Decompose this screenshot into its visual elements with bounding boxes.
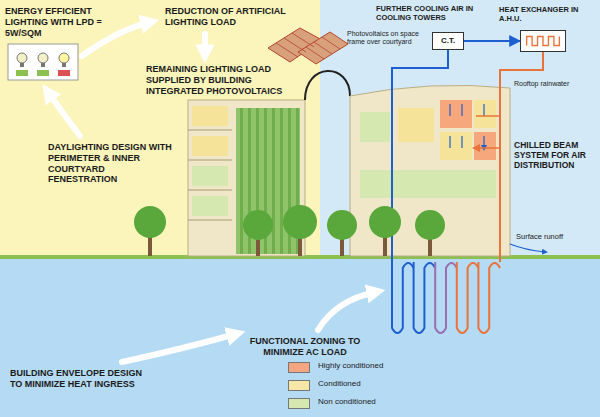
legend-text: Highly conditioned	[318, 361, 383, 371]
annotation-text: Photovoltaics on space frame over courty…	[347, 30, 429, 47]
annotation-text: Surface runoff	[516, 232, 596, 241]
annotation-text: Rooftop rainwater	[514, 80, 598, 88]
annotation-text: CHILLED BEAM SYSTEM FOR AIR DISTRIBUTION	[514, 140, 596, 171]
annotation-text: REDUCTION OF ARTIFICIAL LIGHTING LOAD	[165, 6, 315, 28]
legend-swatch	[288, 362, 310, 373]
cooling-tower-box: C.T.	[432, 32, 464, 50]
coil-symbol	[521, 31, 565, 51]
annotation-text: FUNCTIONAL ZONING TO MINIMIZE AC LOAD	[240, 336, 370, 358]
node-label: HEAT EXCHANGER IN A.H.U.	[499, 5, 591, 23]
pipe-connector	[464, 40, 520, 42]
annotation-text: ENERGY EFFICIENT LIGHTING WITH LPD = 5W/…	[5, 6, 115, 38]
legend-text: Non conditioned	[318, 397, 376, 407]
legend-swatch	[288, 398, 310, 409]
annotation-text: REMAINING LIGHTING LOAD SUPPLIED BY BUIL…	[146, 64, 304, 96]
annotation-text: FURTHER COOLING AIR IN COOLING TOWERS	[376, 4, 488, 22]
heat-exchanger-box: HEAT EXCHANGER IN A.H.U.	[520, 30, 566, 52]
annotation-text: BUILDING ENVELOPE DESIGN TO MINIMIZE HEA…	[10, 368, 150, 390]
legend-text: Conditioned	[318, 379, 361, 389]
annotation-text: DAYLIGHTING DESIGN WITH PERIMETER & INNE…	[48, 142, 173, 185]
legend-swatch	[288, 380, 310, 391]
node-label: C.T.	[441, 36, 455, 46]
